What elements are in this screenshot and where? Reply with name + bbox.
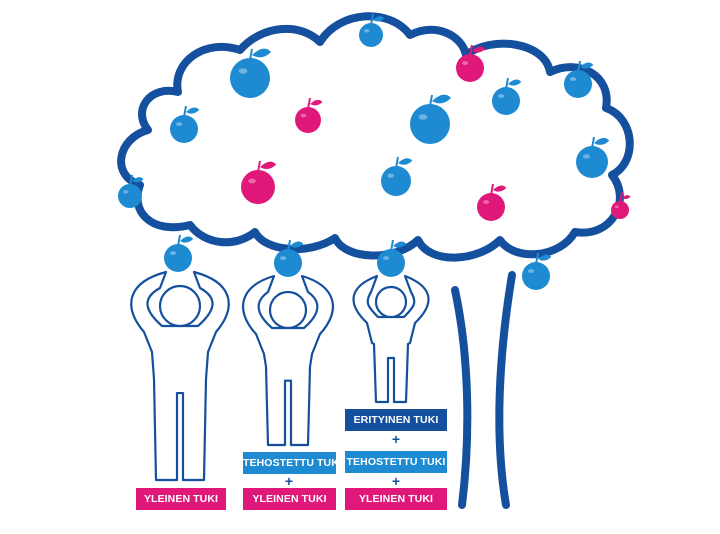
apple-icon xyxy=(164,234,194,272)
tree-canopy xyxy=(117,12,634,262)
apple-icon xyxy=(522,252,552,290)
apple-icon xyxy=(359,13,385,47)
apple-icon xyxy=(381,156,413,196)
apple-icon xyxy=(456,44,486,82)
apple-icon xyxy=(576,136,610,178)
apple-icon xyxy=(230,48,271,98)
apple-icon xyxy=(492,77,522,115)
tree-trunk-right xyxy=(495,271,516,509)
label-fig2-tehostettu: TEHOSTETTU TUKI xyxy=(243,452,336,474)
tree-trunk-left xyxy=(451,286,472,509)
plus-fig2: + xyxy=(284,473,294,489)
apple-icon xyxy=(377,239,407,277)
stick-figure-1 xyxy=(130,270,230,482)
apple-icon xyxy=(477,183,507,221)
stick-figure-2 xyxy=(241,274,335,447)
label-fig2-yleinen: YLEINEN TUKI xyxy=(243,488,336,510)
apple-icon xyxy=(118,174,144,208)
apple-icon xyxy=(170,105,200,143)
plus-fig3-bottom: + xyxy=(391,473,401,489)
label-fig1-yleinen: YLEINEN TUKI xyxy=(136,488,226,510)
apple-icon xyxy=(611,191,631,219)
stick-figure-3 xyxy=(352,274,430,404)
label-fig3-yleinen: YLEINEN TUKI xyxy=(345,488,447,510)
apple-icon xyxy=(274,239,304,277)
plus-fig3-top: + xyxy=(391,431,401,447)
apple-icon xyxy=(241,160,277,204)
apple-icon xyxy=(410,94,451,144)
apple-icon xyxy=(295,97,323,133)
label-fig3-erityinen: ERITYINEN TUKI xyxy=(345,409,447,431)
label-fig3-tehostettu: TEHOSTETTU TUKI xyxy=(345,451,447,473)
apple-icon xyxy=(564,60,594,98)
